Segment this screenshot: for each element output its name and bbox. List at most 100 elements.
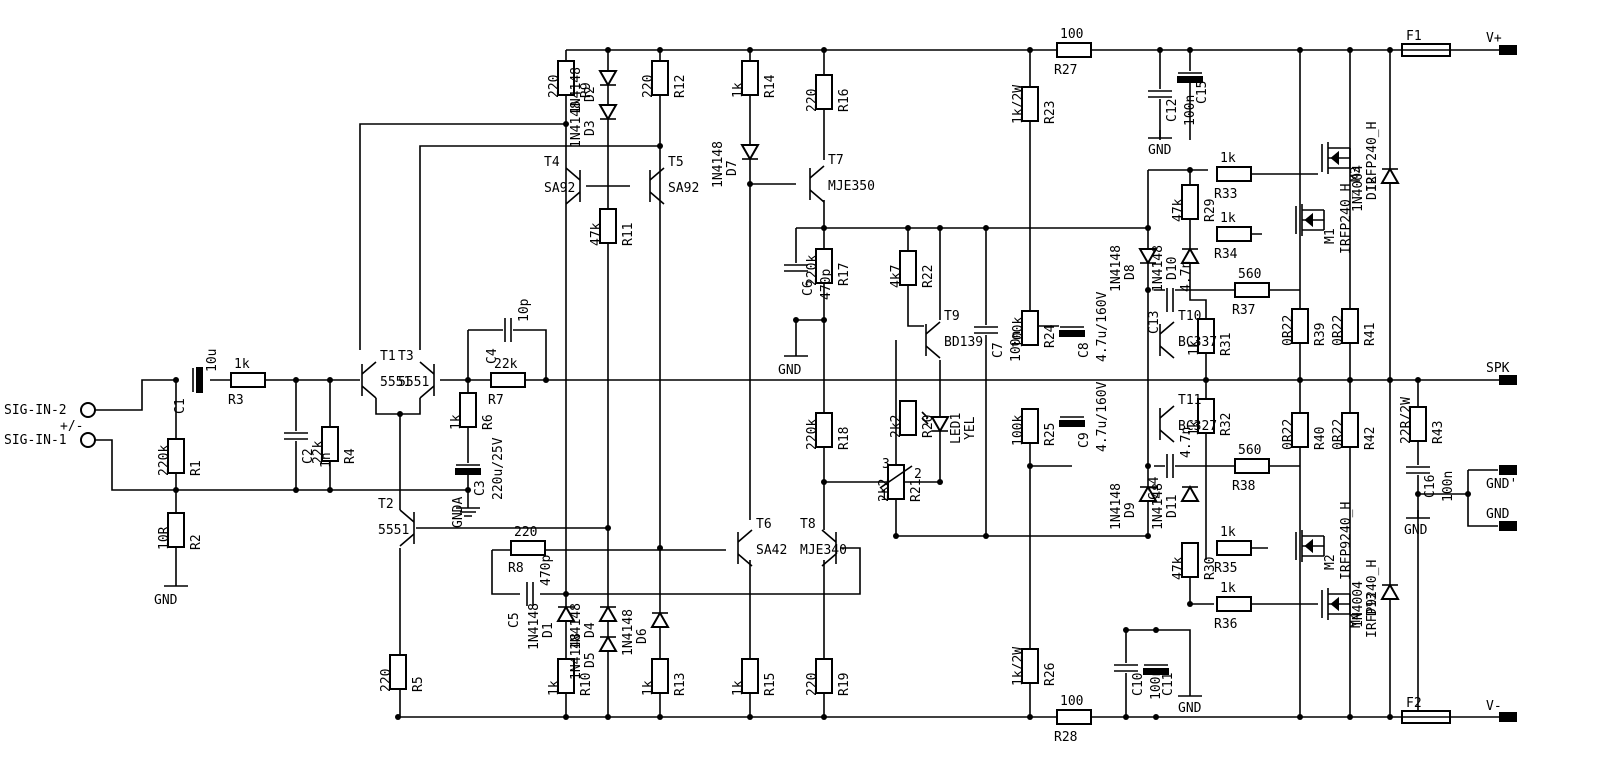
gnd-prime-terminal[interactable]	[1499, 465, 1517, 475]
resistor-r32	[1197, 398, 1215, 434]
resistor-value: 1k	[641, 680, 656, 696]
capacitor-gap	[503, 317, 513, 343]
capacitor-c11	[1143, 663, 1169, 675]
junction-dot	[173, 487, 179, 493]
capacitor-gap	[1165, 453, 1175, 479]
sig-in-1-terminal[interactable]	[80, 432, 96, 448]
junction-dots	[173, 47, 1471, 720]
junction-dot	[983, 533, 989, 539]
resistor-value: 1k	[1220, 151, 1236, 166]
resistor-r39	[1291, 308, 1309, 344]
junction-dot	[1187, 601, 1193, 607]
diode-d9	[1138, 484, 1158, 502]
gnd-terminal[interactable]	[1499, 521, 1517, 531]
diode-d1	[556, 604, 576, 622]
capacitor-gap	[1147, 89, 1173, 99]
resistor-body	[1056, 42, 1092, 58]
resistor-name: R31	[1219, 333, 1234, 356]
resistor-r36	[1216, 596, 1252, 612]
mosfet-value: IRFP9240_H	[1365, 560, 1380, 638]
diode-value: 1N4148	[569, 603, 584, 650]
resistor-body	[1056, 709, 1092, 725]
transistor-t8	[821, 529, 837, 567]
spk-terminal[interactable]	[1499, 375, 1517, 385]
transistor-name: T6	[756, 517, 772, 532]
diode-value: 1N4148	[1151, 483, 1166, 530]
resistor-name: R18	[837, 427, 852, 450]
resistor-r9	[557, 60, 575, 96]
resistor-value: 220	[641, 75, 656, 98]
resistor-r23	[1021, 86, 1039, 122]
sig-in-2-terminal[interactable]	[80, 402, 96, 418]
resistor-value: 47k	[589, 222, 604, 246]
resistor-r38	[1234, 458, 1270, 474]
capacitor-name: C7	[991, 342, 1006, 358]
transistor-value: BC337	[1178, 335, 1217, 350]
transistor-leads	[649, 167, 665, 205]
resistor-r1	[167, 438, 185, 474]
mosfet-arrow	[1330, 596, 1339, 612]
resistor-r18	[815, 412, 833, 448]
resistor-body	[321, 426, 339, 462]
ground-symbols: GND GND GND GND GND GNDA	[154, 130, 1430, 716]
junction-dot	[1145, 287, 1151, 293]
resistor-r11	[599, 208, 617, 244]
diode-triangle	[1138, 484, 1158, 502]
transistor-leads	[737, 529, 753, 567]
gnd-prime-label: GND'	[1486, 477, 1517, 492]
mosfet-m2	[1295, 530, 1325, 562]
resistor-body	[389, 654, 407, 690]
transistor-t4	[565, 167, 581, 205]
resistor-value: 1k	[547, 680, 562, 696]
diode-d10	[1180, 246, 1200, 264]
transistor-value: BC327	[1178, 419, 1217, 434]
resistor-name: R38	[1232, 479, 1255, 494]
resistor-body	[651, 60, 669, 96]
resistor-body	[741, 60, 759, 96]
transistor-leads	[1159, 405, 1175, 443]
junction-dot	[1027, 47, 1033, 53]
led-arrows	[921, 411, 929, 425]
fuse-name: F2	[1406, 696, 1422, 711]
resistor-body	[1197, 318, 1215, 354]
diode-triangle	[1138, 248, 1158, 266]
resistor-name: R41	[1363, 323, 1378, 346]
resistor-body	[1291, 308, 1309, 344]
resistor-name: R25	[1043, 423, 1058, 446]
resistor-value: 22R/2W	[1399, 397, 1414, 444]
transistor-value: 5551	[398, 375, 429, 390]
junction-dot	[1415, 377, 1421, 383]
junction-dot	[1187, 167, 1193, 173]
resistor-name: R43	[1431, 421, 1446, 444]
junction-dot	[465, 377, 471, 383]
v-minus-label: V-	[1486, 699, 1502, 714]
spk-label: SPK	[1486, 361, 1510, 376]
junction-dot	[1187, 47, 1193, 53]
resistor-name: R33	[1214, 187, 1237, 202]
resistor-body	[459, 392, 477, 428]
resistor-value: 100k	[1011, 415, 1026, 446]
capacitor-value: 10p	[517, 298, 532, 322]
capacitor-value: 100n	[1183, 95, 1198, 126]
resistor-value: 1k	[731, 82, 746, 98]
transistor-leads	[399, 509, 415, 547]
junction-dot	[605, 714, 611, 720]
junction-dot	[1145, 463, 1151, 469]
v-plus-terminal[interactable]	[1499, 45, 1517, 55]
resistor-value: 0R22	[1281, 419, 1296, 450]
capacitor-value: 4.7u/160V	[1095, 381, 1110, 452]
resistor-name: R11	[621, 223, 636, 246]
resistor-value: 220	[514, 525, 537, 540]
diode-d7	[740, 144, 760, 162]
capacitor-name: C14	[1147, 476, 1162, 500]
diode-name: D1	[541, 622, 556, 638]
transistor-value: 5551	[378, 523, 409, 538]
capacitor-value: 220u/25V	[491, 437, 506, 500]
capacitor-name: C13	[1147, 311, 1162, 334]
v-minus-terminal[interactable]	[1499, 712, 1517, 722]
capacitor-name: C10	[1131, 673, 1146, 696]
resistor-name: R2	[189, 534, 204, 550]
resistor-value: 1k	[1220, 581, 1236, 596]
junction-dot	[821, 479, 827, 485]
ground-symbol: GND	[1404, 510, 1430, 538]
